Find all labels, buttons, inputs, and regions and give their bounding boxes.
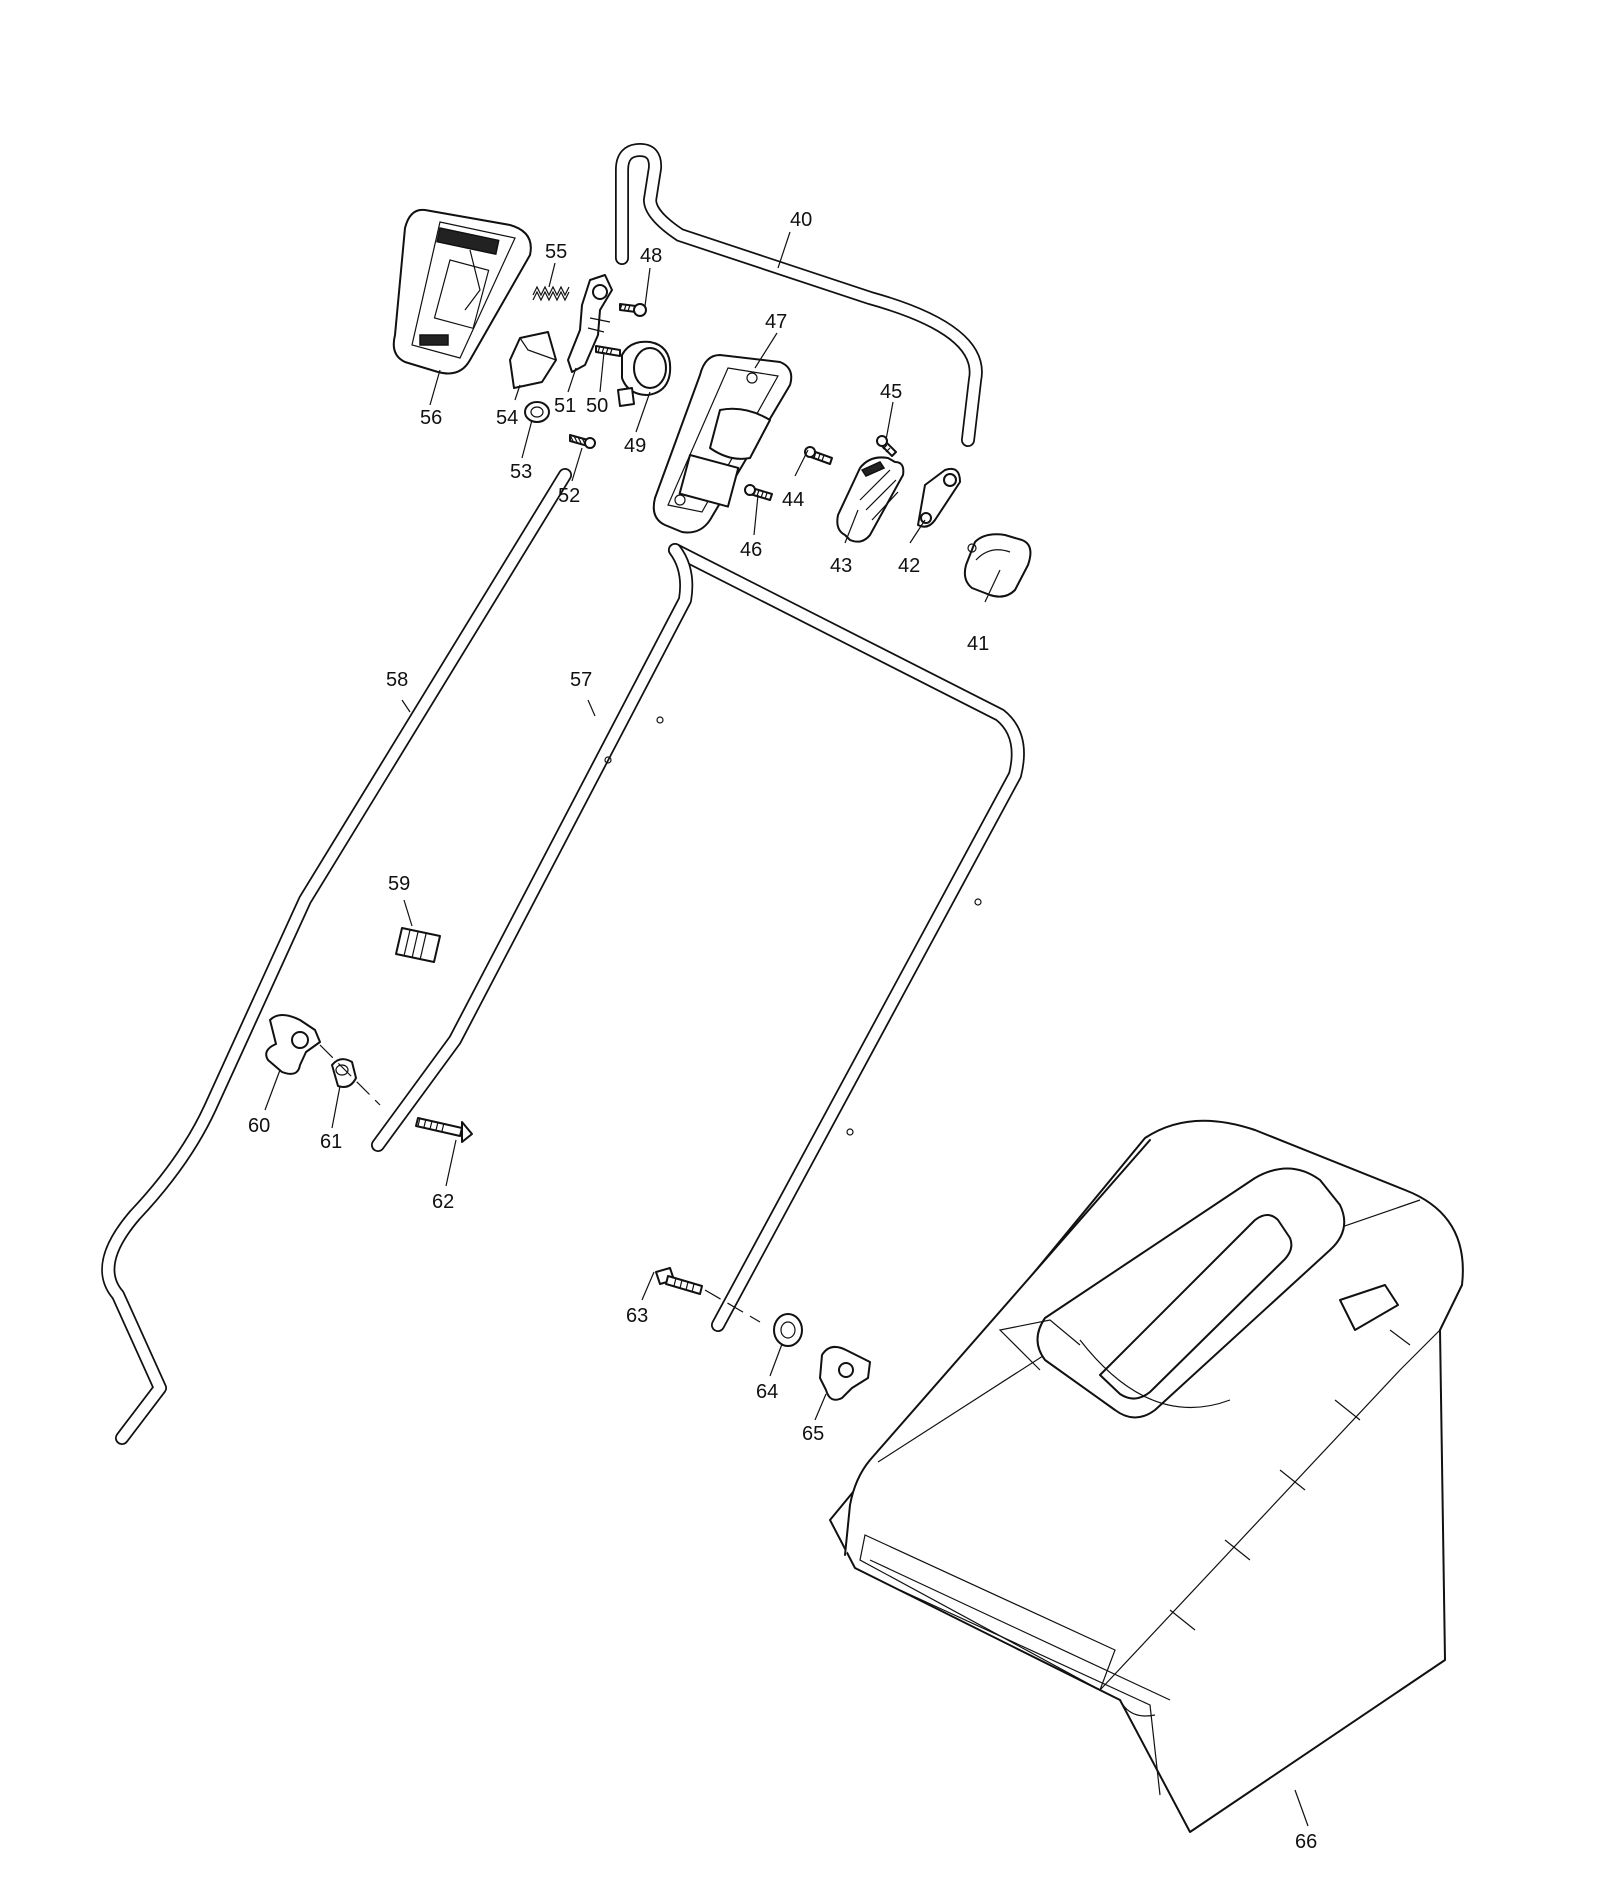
part-59-clip bbox=[395, 927, 441, 963]
leader-lines bbox=[264, 231, 1309, 1827]
callout-42: 42 bbox=[898, 555, 920, 577]
callout-64: 64 bbox=[756, 1381, 778, 1403]
part-61-washer bbox=[331, 1058, 357, 1088]
callout-58: 58 bbox=[386, 669, 408, 691]
part-65-knob bbox=[819, 1345, 871, 1401]
callout-41: 41 bbox=[967, 633, 989, 655]
part-52-screw bbox=[569, 434, 596, 449]
callout-45: 45 bbox=[880, 381, 902, 403]
callout-61: 61 bbox=[320, 1131, 342, 1153]
callout-55: 55 bbox=[545, 241, 567, 263]
part-64-washer bbox=[773, 1313, 803, 1347]
part-66-grass-catcher bbox=[829, 1119, 1464, 1833]
part-56-switch-box-cover bbox=[392, 208, 532, 375]
part-42-link bbox=[917, 467, 961, 528]
callout-46: 46 bbox=[740, 539, 762, 561]
callout-47: 47 bbox=[765, 311, 787, 333]
part-46-screw bbox=[744, 484, 773, 501]
part-53-nut bbox=[524, 401, 550, 423]
callout-54: 54 bbox=[496, 407, 518, 429]
callout-60: 60 bbox=[248, 1115, 270, 1137]
callout-52: 52 bbox=[558, 485, 580, 507]
callout-66: 66 bbox=[1295, 1831, 1317, 1853]
callout-56: 56 bbox=[420, 407, 442, 429]
part-54-block bbox=[509, 331, 557, 389]
part-47-switch-housing bbox=[652, 354, 793, 534]
part-48-screw bbox=[619, 303, 647, 317]
part-62-bolt bbox=[415, 1117, 473, 1143]
callout-44: 44 bbox=[782, 489, 804, 511]
callout-59: 59 bbox=[388, 873, 410, 895]
callout-48: 48 bbox=[640, 245, 662, 267]
callout-50: 50 bbox=[586, 395, 608, 417]
part-55-spring bbox=[532, 285, 570, 302]
part-58-lower-handle bbox=[101, 468, 572, 1445]
part-40-bail-lever bbox=[615, 143, 983, 447]
part-44-screw bbox=[804, 446, 833, 465]
callout-65: 65 bbox=[802, 1423, 824, 1445]
alignment-lines bbox=[319, 1044, 761, 1323]
callout-43: 43 bbox=[830, 555, 852, 577]
part-51-trigger bbox=[567, 274, 613, 373]
part-49-knob bbox=[617, 340, 672, 407]
callout-57: 57 bbox=[570, 669, 592, 691]
part-41-end-cap bbox=[963, 533, 1032, 598]
callout-62: 62 bbox=[432, 1191, 454, 1213]
part-63-bolt bbox=[655, 1267, 703, 1295]
part-57-upper-handle bbox=[371, 543, 1025, 1332]
callout-51: 51 bbox=[554, 395, 576, 417]
callout-63: 63 bbox=[626, 1305, 648, 1327]
callout-labels: 40 41 42 43 44 45 46 47 48 49 50 51 52 5… bbox=[248, 209, 1317, 1853]
part-43-switch-button bbox=[836, 456, 905, 543]
callout-49: 49 bbox=[624, 435, 646, 457]
callout-53: 53 bbox=[510, 461, 532, 483]
part-60-knob bbox=[265, 1014, 321, 1075]
callout-40: 40 bbox=[790, 209, 812, 231]
part-45-screw bbox=[876, 435, 897, 457]
part-50-screw bbox=[595, 345, 621, 357]
